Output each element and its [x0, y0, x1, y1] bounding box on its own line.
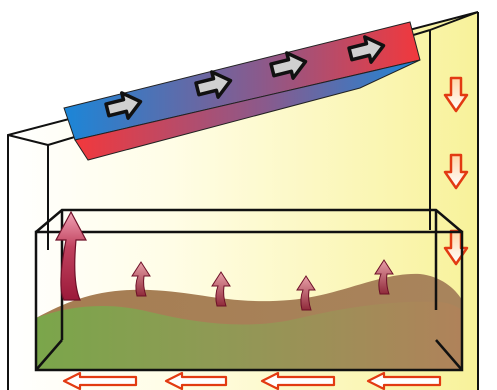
- up-arrow-icon: [296, 275, 316, 311]
- ceiling-panel: [63, 21, 421, 161]
- up-arrow-icon: [374, 259, 394, 295]
- bottom-flow-arrows: [62, 371, 442, 390]
- down-arrow-icon: [443, 153, 469, 190]
- rising-arrows: [131, 259, 394, 311]
- panel-flow-arrows: [104, 35, 386, 120]
- left-arrow-icon: [260, 371, 336, 390]
- planter-box: [34, 208, 464, 372]
- left-arrow-icon: [366, 371, 442, 390]
- up-arrow-icon: [211, 271, 231, 307]
- right-arrow-icon: [104, 91, 143, 120]
- down-arrow-icon: [443, 76, 469, 113]
- left-arrow-icon: [62, 371, 138, 390]
- right-arrow-icon: [347, 35, 386, 64]
- up-arrow-icon: [54, 210, 88, 301]
- soil-front: [36, 301, 462, 370]
- right-arrow-icon: [269, 51, 308, 80]
- left-arrow-icon: [164, 371, 228, 390]
- up-arrow-icon: [131, 261, 151, 297]
- right-arrow-icon: [194, 70, 233, 99]
